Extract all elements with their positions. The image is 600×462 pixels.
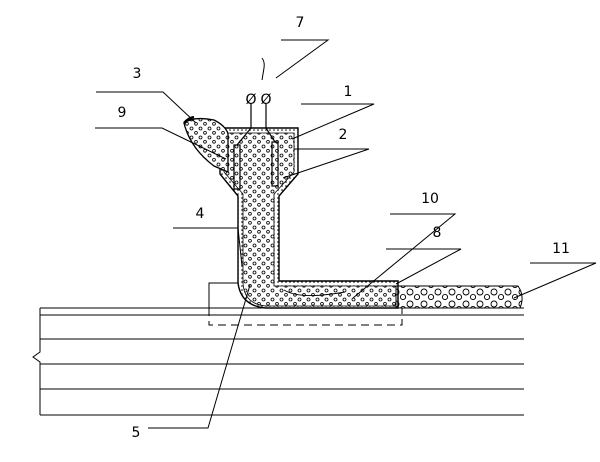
leader-lines (95, 39, 597, 429)
reference-labels: 7 3 9 1 2 4 5 10 8 11 (118, 15, 570, 441)
label-11: 11 (552, 241, 570, 257)
terminal-left: Ø (245, 92, 256, 108)
label-8: 8 (433, 225, 442, 241)
label-4: 4 (196, 206, 205, 222)
electrodes (233, 104, 279, 190)
spread-material (395, 285, 523, 309)
terminal-right: Ø (260, 92, 271, 108)
base-block (208, 282, 403, 326)
label-7: 7 (296, 15, 305, 31)
label-10: 10 (421, 191, 439, 207)
label-5: 5 (132, 425, 141, 441)
label-3: 3 (133, 66, 142, 82)
ground-layers (32, 307, 524, 416)
flow-contour (283, 289, 346, 296)
label-9: 9 (118, 105, 127, 121)
label-1: 1 (344, 84, 353, 100)
power-terminals: Ø Ø (245, 57, 272, 108)
label-2: 2 (339, 127, 348, 143)
